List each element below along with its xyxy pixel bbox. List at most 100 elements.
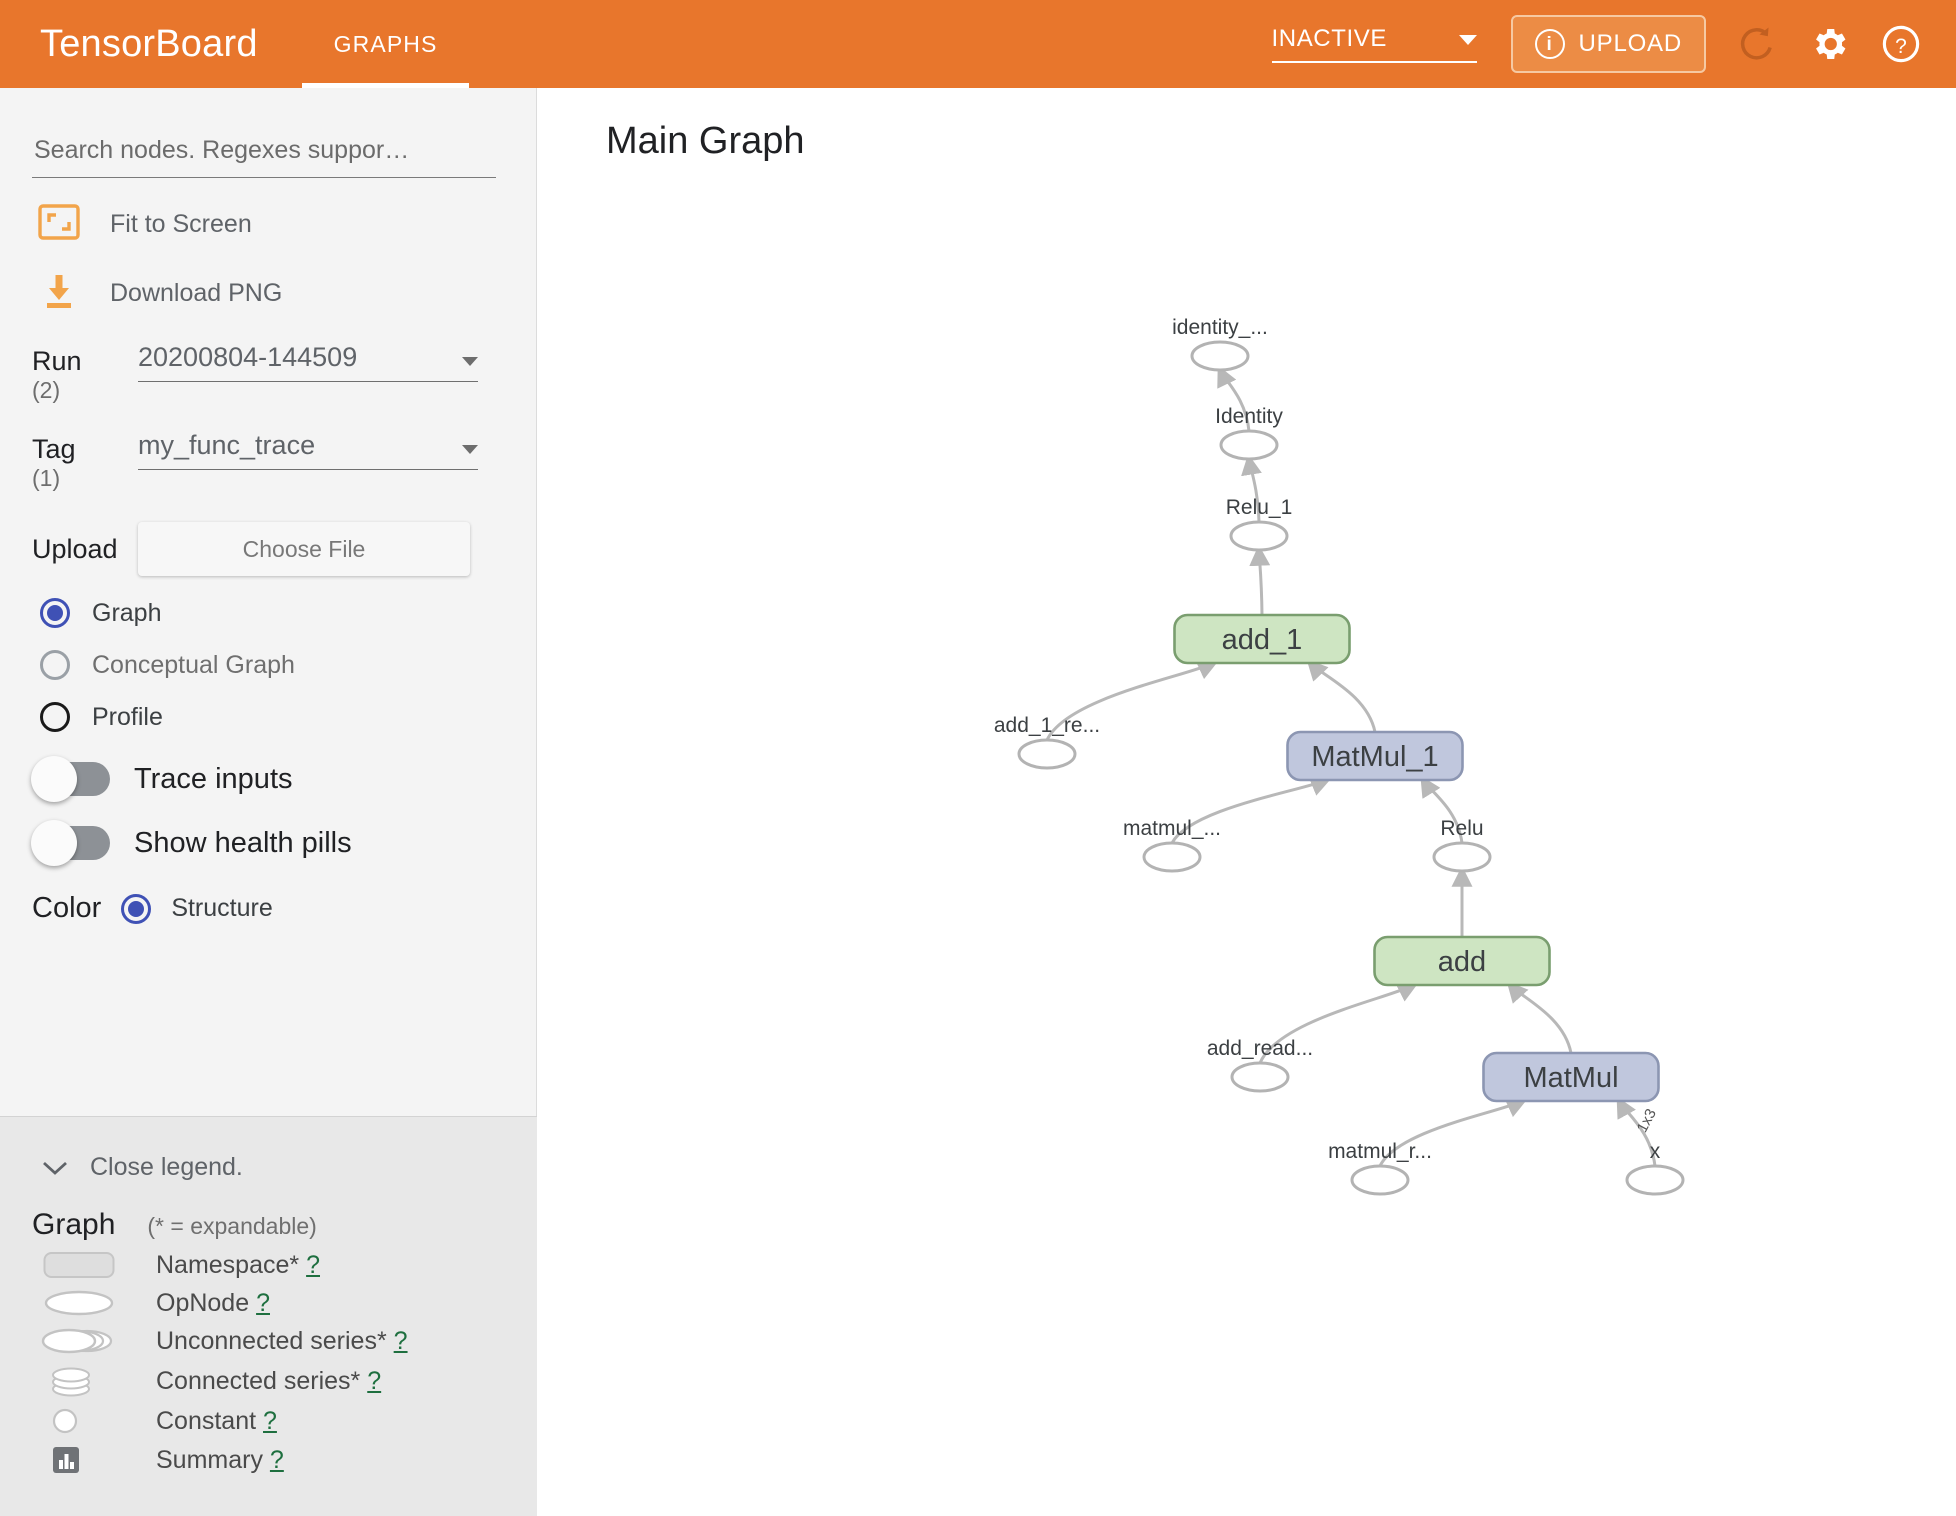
graph-node-add_1_read[interactable]: add_1_re... — [994, 714, 1100, 768]
graph-node-x[interactable]: x — [1627, 1140, 1683, 1194]
page-title: Main Graph — [606, 120, 805, 163]
node-label: Identity — [1215, 405, 1283, 428]
legend-item-summary: Summary ? — [0, 1436, 537, 1476]
radio-profile-indicator — [40, 702, 70, 732]
close-legend-button[interactable]: Close legend. — [0, 1117, 537, 1182]
toggle-trace-inputs[interactable]: Trace inputs — [0, 732, 536, 796]
toggle-show-health-pills[interactable]: Show health pills — [0, 796, 536, 860]
color-field: Color Structure — [0, 860, 536, 925]
graph-node-identity_out[interactable]: identity_... — [1172, 316, 1268, 370]
help-link[interactable]: ? — [306, 1251, 320, 1279]
sidebar: Fit to Screen Download PNG Run (2) — [0, 88, 537, 1426]
node-label: identity_... — [1172, 316, 1268, 339]
main-body: Fit to Screen Download PNG Run (2) — [0, 88, 1956, 1426]
trace-inputs-label: Trace inputs — [134, 763, 293, 796]
switch-knob — [31, 756, 77, 802]
radio-graph[interactable]: Graph — [0, 576, 536, 628]
legend-item-opnode: OpNode ? — [0, 1280, 537, 1318]
download-png-label: Download PNG — [110, 279, 282, 308]
show-health-pills-label: Show health pills — [134, 827, 352, 860]
node-label: Relu_1 — [1226, 496, 1293, 519]
tag-value: my_func_trace — [138, 430, 315, 461]
legend-item-connected-series: Connected series* ? — [0, 1356, 537, 1398]
radio-profile-label: Profile — [92, 703, 163, 732]
show-health-pills-switch[interactable] — [34, 826, 110, 860]
graph-edge — [1310, 663, 1375, 732]
legend-item-unconnected-series: Unconnected series* ? — [0, 1318, 537, 1356]
help-link[interactable]: ? — [256, 1289, 270, 1317]
color-label: Color — [32, 892, 101, 925]
radio-conceptual-graph[interactable]: Conceptual Graph — [0, 628, 536, 680]
legend-title: Graph — [32, 1208, 115, 1242]
node-shape — [1231, 522, 1287, 550]
run-select[interactable]: 20200804-144509 — [138, 342, 478, 382]
graph-node-MatMul[interactable]: MatMul — [1484, 1053, 1659, 1101]
tag-label-block: Tag (1) — [32, 430, 128, 492]
graph-node-Relu[interactable]: Relu — [1434, 817, 1490, 871]
graph-edge — [1259, 550, 1262, 615]
choose-file-button[interactable]: Choose File — [138, 522, 470, 576]
connected-series-swatch — [36, 1364, 122, 1398]
node-shape — [1192, 342, 1248, 370]
app-header: TensorBoard GRAPHS INACTIVE i UPLOAD ? — [0, 0, 1956, 88]
color-structure-label: Structure — [171, 894, 272, 923]
legend-panel: Close legend. Graph (* = expandable) Nam… — [0, 1116, 537, 1516]
node-shape — [1144, 843, 1200, 871]
refresh-icon[interactable] — [1736, 23, 1778, 65]
opnode-ellipse-swatch — [36, 1288, 122, 1318]
graph-node-add_1[interactable]: add_1 — [1175, 615, 1350, 663]
color-structure-radio[interactable] — [121, 894, 151, 924]
tab-graphs[interactable]: GRAPHS — [302, 0, 470, 88]
radio-graph-label: Graph — [92, 599, 161, 628]
fit-to-screen-action[interactable]: Fit to Screen — [0, 178, 536, 245]
graph-node-Relu_1[interactable]: Relu_1 — [1226, 496, 1293, 550]
constant-circle-swatch — [36, 1406, 122, 1436]
graph-node-matmul_read1[interactable]: matmul_... — [1123, 817, 1221, 871]
settings-gear-icon[interactable] — [1808, 23, 1850, 65]
tag-label: Tag — [32, 430, 128, 465]
help-link[interactable]: ? — [270, 1446, 284, 1474]
radio-profile[interactable]: Profile — [0, 680, 536, 732]
node-shape — [1019, 740, 1075, 768]
node-label: x — [1650, 1140, 1661, 1163]
run-value: 20200804-144509 — [138, 342, 357, 373]
run-label: Run — [32, 342, 128, 377]
help-link[interactable]: ? — [394, 1327, 408, 1355]
edge-label: 1x3 — [1634, 1106, 1660, 1135]
tag-field: Tag (1) my_func_trace — [0, 404, 536, 492]
summary-chart-swatch — [36, 1444, 122, 1476]
upload-button[interactable]: i UPLOAD — [1511, 15, 1707, 73]
chevron-down-icon — [462, 357, 478, 366]
search-container — [0, 88, 536, 178]
node-shape — [1221, 431, 1277, 459]
graph-node-matmul_read[interactable]: matmul_r... — [1328, 1140, 1432, 1194]
help-question-icon[interactable]: ? — [1880, 23, 1922, 65]
legend-label-unconnected-series: Unconnected series* ? — [156, 1327, 408, 1356]
radio-conceptual-graph-indicator — [40, 650, 70, 680]
info-circle-icon: i — [1535, 29, 1565, 59]
inactive-label: INACTIVE — [1272, 25, 1387, 53]
download-png-action[interactable]: Download PNG — [0, 245, 536, 316]
download-icon — [38, 271, 80, 316]
node-label: add_1 — [1222, 624, 1303, 656]
help-link[interactable]: ? — [367, 1367, 381, 1395]
node-label: add_read... — [1207, 1037, 1313, 1060]
graph-node-Identity[interactable]: Identity — [1215, 405, 1283, 459]
tag-select[interactable]: my_func_trace — [138, 430, 478, 470]
switch-knob — [31, 820, 77, 866]
inactive-runs-dropdown[interactable]: INACTIVE — [1272, 25, 1477, 63]
trace-inputs-switch[interactable] — [34, 762, 110, 796]
graph-node-MatMul_1[interactable]: MatMul_1 — [1288, 732, 1463, 780]
chevron-down-icon — [1459, 35, 1477, 45]
node-label: add_1_re... — [994, 714, 1100, 737]
legend-label-opnode: OpNode ? — [156, 1289, 270, 1318]
graph-node-add_read[interactable]: add_read... — [1207, 1037, 1313, 1091]
node-shape — [1352, 1166, 1408, 1194]
search-input[interactable] — [32, 130, 496, 178]
graph-node-add[interactable]: add — [1375, 937, 1550, 985]
radio-conceptual-graph-label: Conceptual Graph — [92, 651, 295, 680]
help-link[interactable]: ? — [263, 1407, 277, 1435]
